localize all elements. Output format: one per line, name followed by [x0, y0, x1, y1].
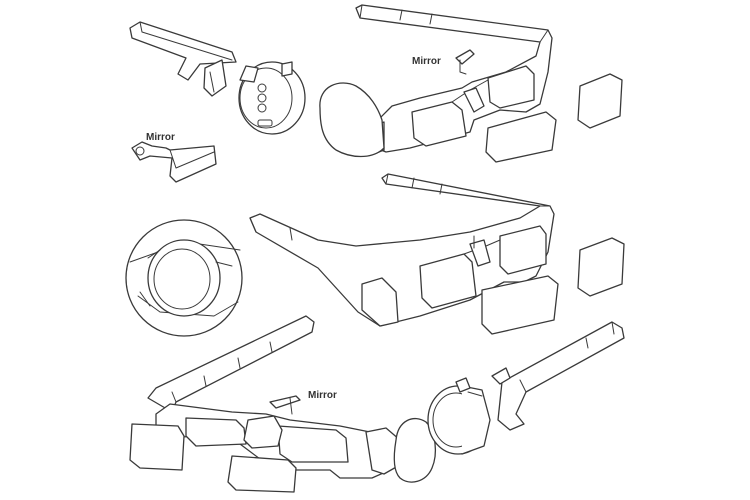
- bottom-display-module: [427, 377, 491, 455]
- mirror-label-bottom: Mirror: [308, 390, 337, 401]
- mirror-label-top-left: Mirror: [146, 132, 175, 143]
- detail-inset: [125, 219, 243, 337]
- middle-frame: [249, 173, 555, 327]
- bottom-lens-plate-right: [227, 455, 297, 493]
- bottom-frame: [147, 315, 401, 479]
- mirror-part-left: Mirror: [131, 132, 217, 183]
- top-assembly: Mirror: [129, 4, 623, 163]
- bottom-lens-plate-left: [129, 423, 185, 471]
- top-lens-plate-small: [577, 73, 623, 129]
- top-left-temple-arm: [129, 21, 237, 97]
- mirror-label-top-right: Mirror: [412, 56, 441, 67]
- middle-assembly: [249, 173, 625, 335]
- top-magnifier-lens: [319, 82, 385, 158]
- top-frame: [355, 4, 553, 155]
- bottom-right-temple-arm: [491, 321, 625, 431]
- middle-lens-plate-large: [481, 275, 559, 335]
- bottom-magnifier-lens: [393, 417, 437, 483]
- middle-lens-plate-small: [577, 237, 625, 297]
- top-display-module: [238, 61, 306, 135]
- bottom-assembly: Mirror: [129, 315, 625, 493]
- top-lens-plate-large: [485, 111, 557, 163]
